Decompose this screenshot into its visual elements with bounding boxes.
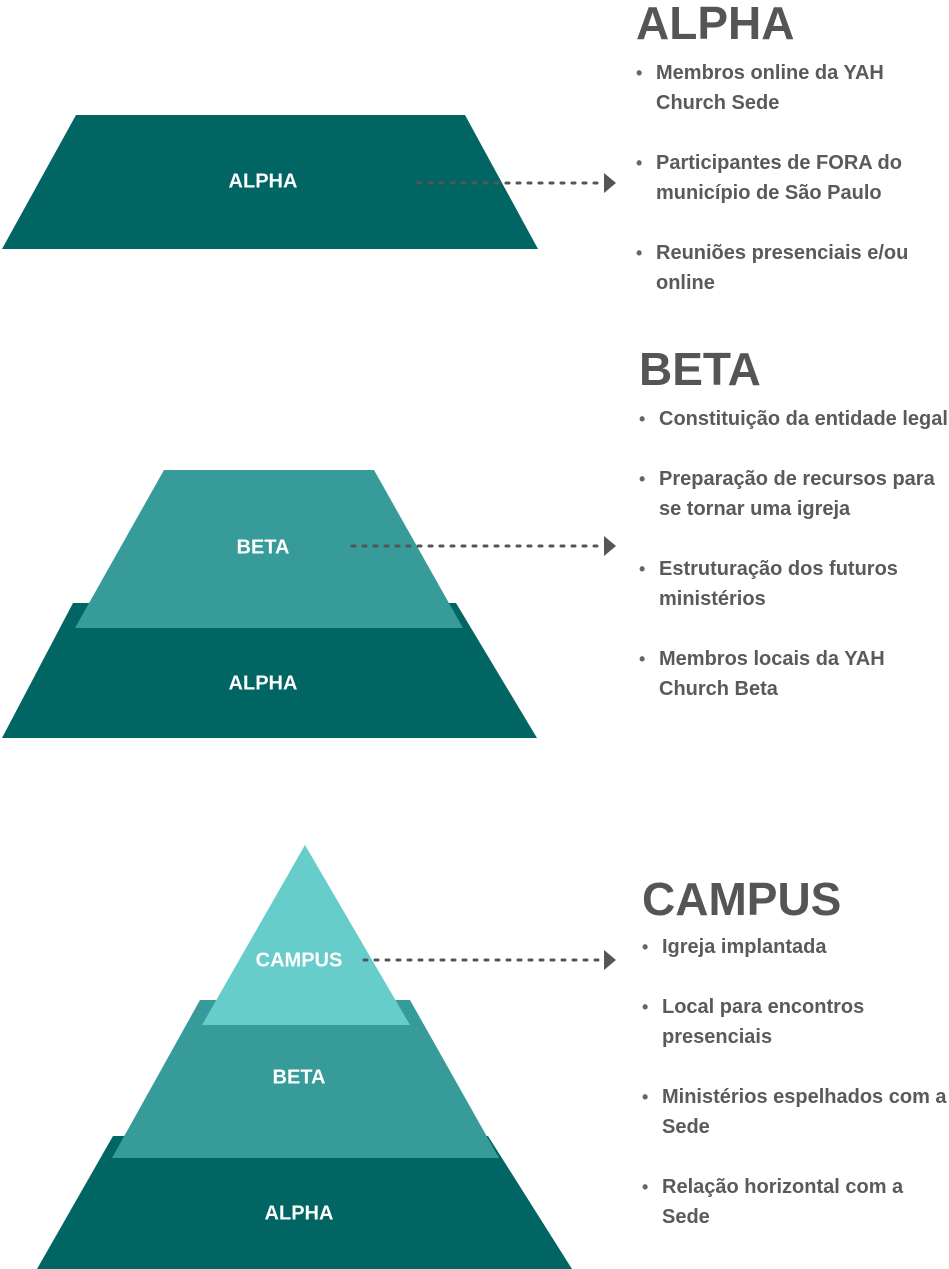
list-item: • Membros locais da YAH Church Beta xyxy=(639,644,949,704)
stage3-list: • Igreja implantada • Local para encontros… xyxy=(642,932,949,1232)
list-item-text: Participantes de FORA do município de Sã… xyxy=(656,152,902,204)
stage2-arrow-head xyxy=(604,536,616,556)
list-item-text: Ministérios espelhados com a Sede xyxy=(662,1086,947,1138)
list-item-text: Membros locais da YAH Church Beta xyxy=(659,648,885,700)
list-item: • Local para encontros presenciais xyxy=(642,992,949,1052)
bullet-icon: • xyxy=(642,1177,649,1197)
list-item: • Estruturação dos futuros ministérios xyxy=(639,554,949,614)
bullet-icon: • xyxy=(639,559,646,579)
bullet-icon: • xyxy=(636,153,643,173)
list-item-text: Reuniões presenciais e/ou online xyxy=(656,242,909,294)
bullet-icon: • xyxy=(639,469,646,489)
stage2-title: BETA xyxy=(639,343,761,395)
stage2-beta-label: BETA xyxy=(236,536,290,559)
bullet-icon: • xyxy=(642,937,649,957)
bullet-icon: • xyxy=(636,243,643,263)
list-item-text: Estruturação dos futuros ministérios xyxy=(659,558,898,610)
list-item-text: Constituição da entidade legal xyxy=(659,408,948,430)
stage3-campus-label: CAMPUS xyxy=(255,949,343,972)
list-item: • Preparação de recursos para se tornar u… xyxy=(639,464,949,524)
bullet-icon: • xyxy=(639,649,646,669)
list-item-text: Local para encontros presenciais xyxy=(662,996,865,1048)
list-item-text: Membros online da YAH Church Sede xyxy=(656,62,884,114)
stage1-title: ALPHA xyxy=(636,0,795,49)
list-item-text: Igreja implantada xyxy=(662,936,827,958)
stage3-alpha-layer xyxy=(37,1136,572,1269)
stage3-beta-layer xyxy=(112,1000,499,1158)
stage3-arrow-head xyxy=(604,950,616,970)
list-item: • Reuniões presenciais e/ou online xyxy=(636,238,949,298)
bullet-icon: • xyxy=(642,1087,649,1107)
list-item: • Participantes de FORA do município de S… xyxy=(636,148,949,208)
stage3-alpha-label: ALPHA xyxy=(264,1202,334,1225)
bullet-icon: • xyxy=(642,997,649,1017)
stage3-beta-label: BETA xyxy=(272,1066,326,1089)
list-item-text: Preparação de recursos para se tornar um… xyxy=(659,468,935,520)
stage1-alpha-label: ALPHA xyxy=(228,170,298,193)
stage2-beta-layer xyxy=(75,470,463,628)
stage2-list: • Constituição da entidade legal • Prepara… xyxy=(639,404,949,704)
list-item: • Igreja implantada xyxy=(642,932,949,962)
bullet-icon: • xyxy=(639,409,646,429)
list-item: • Ministérios espelhados com a Sede xyxy=(642,1082,949,1142)
stage3-campus-layer xyxy=(202,845,410,1025)
bullet-icon: • xyxy=(636,63,643,83)
list-item: • Membros online da YAH Church Sede xyxy=(636,58,949,118)
stage2-description: BETA • Constituição da entidade legal • Pr… xyxy=(639,346,949,734)
stage3-title: CAMPUS xyxy=(642,873,842,925)
stage2-alpha-label: ALPHA xyxy=(228,672,298,695)
stage1-arrow-head xyxy=(604,173,616,193)
stage3-description: CAMPUS • Igreja implantada • Local para en… xyxy=(642,876,949,1262)
stage2-alpha-layer xyxy=(2,603,537,738)
list-item: • Constituição da entidade legal xyxy=(639,404,949,434)
stage1-list: • Membros online da YAH Church Sede • Part… xyxy=(636,58,949,298)
list-item: • Relação horizontal com a Sede xyxy=(642,1172,949,1232)
stage1-alpha-layer xyxy=(2,115,538,249)
stage1-description: ALPHA • Membros online da YAH Church Sede… xyxy=(636,0,949,328)
list-item-text: Relação horizontal com a Sede xyxy=(662,1176,904,1228)
